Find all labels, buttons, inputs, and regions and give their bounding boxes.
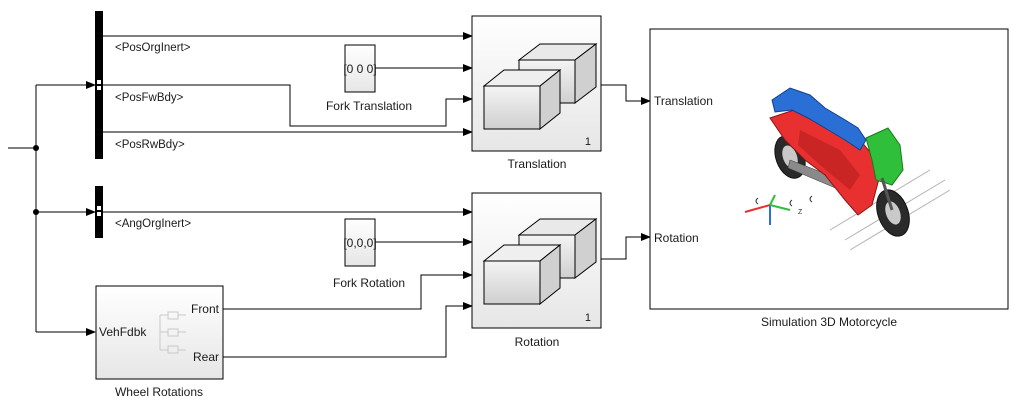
- sim3d-block-label: Simulation 3D Motorcycle: [761, 315, 897, 329]
- sim3d-motorcycle-block[interactable]: Translation Rotation: [649, 28, 1009, 310]
- wheel-rotations-block[interactable]: VehFdbk Front Rear: [95, 285, 224, 380]
- wire-posfwbdy: [103, 84, 473, 127]
- junction-dots: [33, 145, 39, 215]
- fork-rotation-value: [0,0,0]: [343, 236, 376, 250]
- signal-label-angorginert: <AngOrgInert>: [115, 218, 191, 230]
- signal-wires: [8, 32, 651, 358]
- bus-selector-top[interactable]: [95, 11, 103, 159]
- rotation-block-label: Rotation: [515, 335, 560, 349]
- svg-text:Z: Z: [798, 209, 803, 216]
- wire-front: [223, 271, 473, 310]
- coordinate-axes-icon: [744, 194, 791, 225]
- fork-rotation-block[interactable]: [0,0,0]: [343, 218, 377, 267]
- bus-selector-bottom[interactable]: [95, 186, 103, 238]
- cube-icon: [483, 85, 541, 130]
- translation-dim: 1: [585, 136, 591, 148]
- wire-rotation-out: [601, 233, 651, 260]
- signal-label-posorginert: <PosOrgInert>: [115, 42, 191, 54]
- fork-translation-label: Fork Translation: [326, 99, 412, 113]
- wheel-rotations-input-port: VehFdbk: [99, 325, 147, 339]
- wire-translation-out: [601, 84, 651, 105]
- fork-translation-value: [0 0 0]: [343, 62, 376, 76]
- wheel-rotations-label: Wheel Rotations: [115, 385, 203, 399]
- signal-label-posfwbdy: <PosFwBdy>: [115, 92, 184, 104]
- fork-translation-block[interactable]: [0 0 0]: [343, 44, 377, 93]
- translation-block-label: Translation: [508, 157, 567, 171]
- wheel-rotations-output-front: Front: [191, 302, 220, 316]
- wheel-rotations-output-rear: Rear: [193, 350, 219, 364]
- wire-rear: [223, 302, 473, 358]
- sim3d-input-rotation: Rotation: [654, 231, 699, 245]
- rotation-dim: 1: [585, 312, 591, 324]
- motorcycle-icon: Z: [744, 87, 951, 251]
- rotation-concat-block[interactable]: 1: [471, 192, 602, 329]
- fork-rotation-label: Fork Rotation: [333, 276, 405, 290]
- cube-icon: [483, 260, 541, 305]
- junction-dot: [33, 145, 39, 151]
- sim3d-input-translation: Translation: [654, 94, 713, 108]
- junction-dot: [33, 209, 39, 215]
- translation-concat-block[interactable]: 1: [471, 15, 602, 152]
- signal-label-posrwbdy: <PosRwBdy>: [115, 139, 185, 151]
- subsystem-icon: [159, 311, 186, 354]
